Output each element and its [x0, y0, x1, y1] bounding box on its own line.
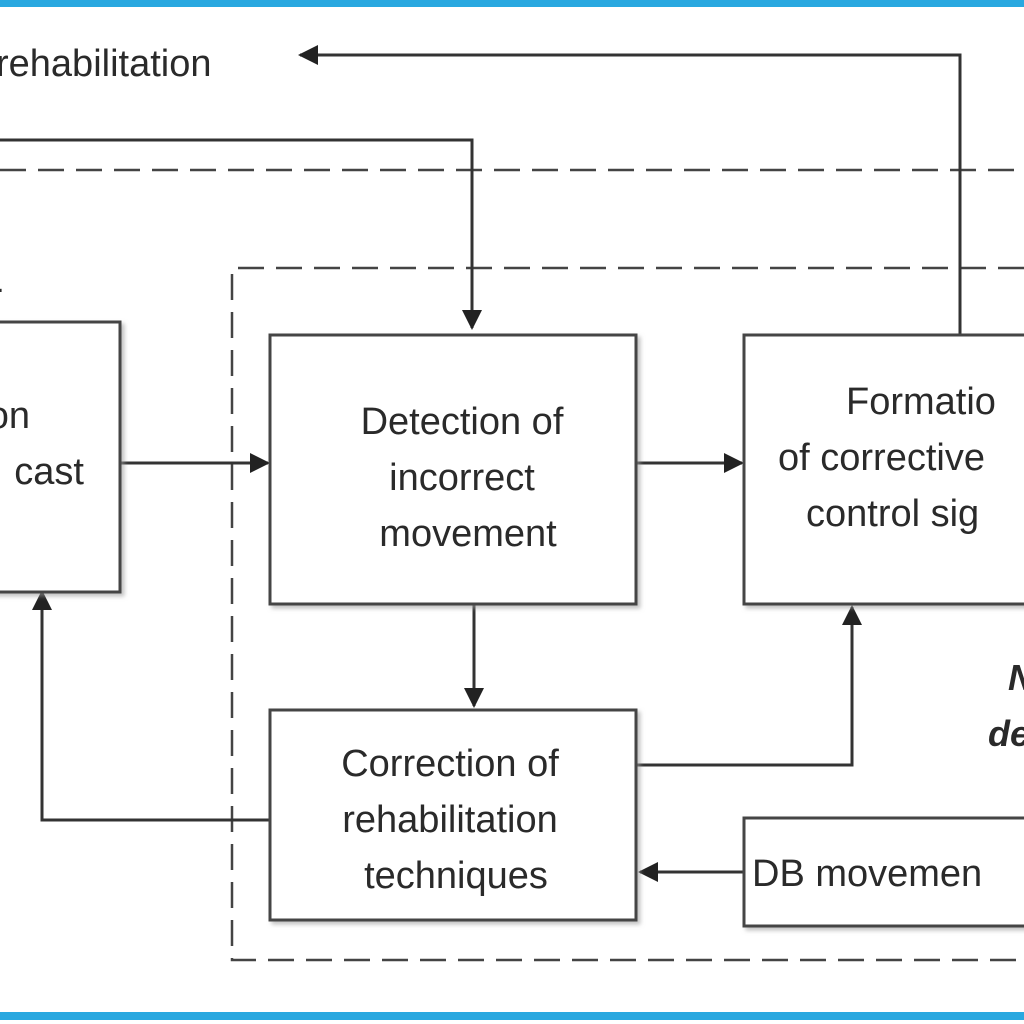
correction-block [268, 708, 638, 922]
side-label-line2: de [988, 713, 1024, 754]
detection-label-line1: Detection of [361, 401, 564, 443]
arrow-feedback-to-rehabilitation [298, 45, 962, 335]
side-label-line1: N [1008, 657, 1024, 698]
forecast-label-line1: on [0, 395, 30, 437]
detection-block [268, 333, 638, 606]
frame-bottom-border [0, 1012, 1024, 1020]
frame-top-border [0, 0, 1024, 7]
correction-label-line1: Correction of [341, 743, 559, 785]
inner-dashed-group [230, 266, 1024, 962]
arrow-input-to-detection [0, 138, 482, 330]
detection-label-line3: movement [379, 513, 557, 555]
formation-label-line1: Formatio [846, 381, 996, 423]
correction-label-line3: techniques [364, 855, 548, 897]
forecast-block [0, 320, 122, 594]
arrow-correction-to-forecast [32, 590, 270, 822]
formation-block [742, 333, 1024, 606]
db-movements-block [742, 816, 1024, 928]
top-rehabilitation-label: rehabilitation [0, 43, 211, 85]
arrow-correction-to-formation [636, 605, 862, 767]
forecast-label-line2: cast [14, 451, 84, 493]
left-group-dot: . [0, 266, 4, 299]
db-movements-label: DB movemen [752, 853, 982, 895]
formation-label-line2: of corrective [778, 437, 985, 479]
correction-label-line2: rehabilitation [342, 799, 557, 841]
formation-label-line3: control sig [806, 493, 979, 535]
detection-label-line2: incorrect [389, 457, 535, 499]
